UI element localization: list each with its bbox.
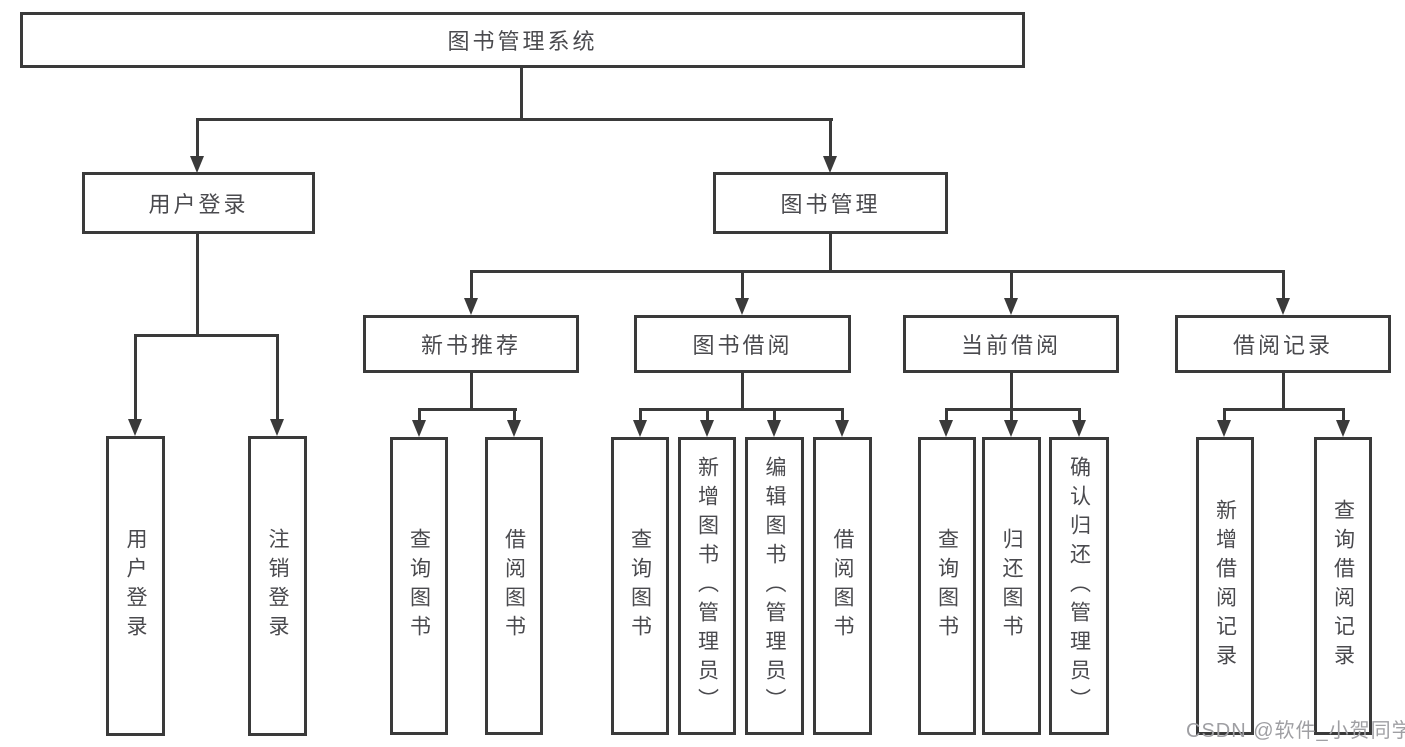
node-label: 借阅图书 <box>502 528 526 644</box>
arrow-down-icon <box>835 420 849 437</box>
connector-drop <box>1078 408 1081 421</box>
connector-to-book-borrow <box>741 270 744 299</box>
connector-drop <box>841 408 844 421</box>
node-query-books-current: 查询图书 <box>918 437 976 735</box>
node-new-book-recommend: 新书推荐 <box>363 315 579 373</box>
connector-drop <box>418 408 421 421</box>
connector-root-stem <box>520 68 523 120</box>
node-user-login-leaf: 用户登录 <box>106 436 165 736</box>
node-add-books-admin: 新增图书（管理员） <box>678 437 736 735</box>
connector-root-branch <box>196 118 833 121</box>
connector-user-login-branch <box>134 334 279 337</box>
connector-borrow-records-branch <box>1223 408 1345 411</box>
arrow-down-icon <box>507 420 521 437</box>
node-label: 查询图书 <box>628 528 652 644</box>
node-book-management: 图书管理 <box>713 172 948 234</box>
arrow-down-icon <box>190 156 204 173</box>
node-borrow-books-leaf: 借阅图书 <box>813 437 872 735</box>
arrow-down-icon <box>700 420 714 437</box>
node-return-books: 归还图书 <box>982 437 1041 735</box>
arrow-down-icon <box>735 298 749 315</box>
node-label: 注销登录 <box>266 528 289 644</box>
node-current-borrowing: 当前借阅 <box>903 315 1119 373</box>
node-label: 图书借阅 <box>692 333 793 358</box>
node-label: 新增借阅记录 <box>1213 499 1237 673</box>
connector-user-login-stem <box>196 234 199 337</box>
connector-book-borrow-stem <box>741 373 744 411</box>
arrow-down-icon <box>1004 298 1018 315</box>
connector-to-book-management <box>829 118 832 158</box>
arrow-down-icon <box>1336 420 1350 437</box>
arrow-down-icon <box>633 420 647 437</box>
connector-to-user-login <box>196 118 199 158</box>
connector-borrow-records-stem <box>1282 373 1285 411</box>
arrow-down-icon <box>1217 420 1231 437</box>
connector-drop <box>706 408 709 421</box>
node-user-login: 用户登录 <box>82 172 315 234</box>
connector-drop <box>513 408 516 421</box>
connector-book-borrow-branch <box>639 408 844 411</box>
node-query-books-borrowing: 查询图书 <box>611 437 669 735</box>
arrow-down-icon <box>270 419 284 436</box>
node-book-borrowing: 图书借阅 <box>634 315 851 373</box>
node-query-books-recommend: 查询图书 <box>390 437 448 735</box>
node-library-management-system: 图书管理系统 <box>20 12 1025 68</box>
node-label: 图书管理系统 <box>447 29 598 54</box>
node-label: 查询图书 <box>407 528 431 644</box>
node-label: 新书推荐 <box>420 333 521 358</box>
arrow-down-icon <box>939 420 953 437</box>
connector-to-current-borrow <box>1010 270 1013 299</box>
connector-drop <box>639 408 642 421</box>
node-label: 确认归还（管理员） <box>1067 455 1091 717</box>
arrow-down-icon <box>464 298 478 315</box>
node-label: 借阅记录 <box>1232 333 1333 358</box>
connector-to-new-book <box>470 270 473 299</box>
node-query-borrow-record: 查询借阅记录 <box>1314 437 1372 735</box>
connector-to-login <box>134 334 137 420</box>
arrow-down-icon <box>1004 420 1018 437</box>
connector-current-borrow-branch <box>945 408 1081 411</box>
node-label: 查询图书 <box>935 528 959 644</box>
node-label: 借阅图书 <box>831 528 854 644</box>
connector-drop <box>1223 408 1226 421</box>
connector-book-mgmt-branch <box>470 270 1285 273</box>
node-label: 用户登录 <box>124 528 147 644</box>
csdn-watermark: CSDN @软件_小贺同学 <box>1186 720 1405 742</box>
node-add-borrow-record: 新增借阅记录 <box>1196 437 1254 735</box>
node-edit-books-admin: 编辑图书（管理员） <box>745 437 804 735</box>
connector-drop <box>945 408 948 421</box>
connector-new-book-stem <box>470 373 473 411</box>
connector-current-borrow-stem <box>1010 373 1013 411</box>
arrow-down-icon <box>823 156 837 173</box>
node-label: 当前借阅 <box>960 333 1061 358</box>
arrow-down-icon <box>767 420 781 437</box>
connector-to-borrow-records <box>1282 270 1285 299</box>
node-label: 图书管理 <box>780 192 881 217</box>
arrow-down-icon <box>1072 420 1086 437</box>
node-logout-leaf: 注销登录 <box>248 436 307 736</box>
node-label: 用户登录 <box>148 192 249 217</box>
node-label: 查询借阅记录 <box>1331 499 1355 673</box>
node-label: 新增图书（管理员） <box>695 455 719 717</box>
node-borrow-records: 借阅记录 <box>1175 315 1391 373</box>
node-label: 归还图书 <box>1000 528 1023 644</box>
connector-drop <box>1342 408 1345 421</box>
connector-drop <box>773 408 776 421</box>
connector-to-logout <box>276 334 279 420</box>
connector-book-mgmt-stem <box>829 234 832 273</box>
arrow-down-icon <box>128 419 142 436</box>
arrow-down-icon <box>412 420 426 437</box>
node-confirm-return-admin: 确认归还（管理员） <box>1049 437 1109 735</box>
connector-drop <box>1010 408 1013 421</box>
connector-new-book-branch <box>418 408 517 411</box>
node-borrow-books-recommend: 借阅图书 <box>485 437 543 735</box>
arrow-down-icon <box>1276 298 1290 315</box>
node-label: 编辑图书（管理员） <box>763 455 786 717</box>
